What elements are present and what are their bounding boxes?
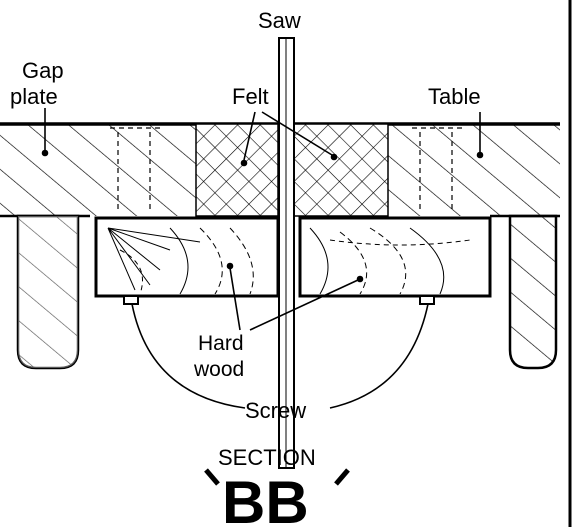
label-screw: Screw xyxy=(245,398,306,423)
label-gap-plate-line1: Gap xyxy=(22,58,64,83)
section-tick-right xyxy=(334,468,350,486)
leader-hardwood-right xyxy=(249,279,359,331)
saw-blade xyxy=(278,37,295,469)
section-tick-left xyxy=(204,468,220,486)
label-table: Table xyxy=(428,84,481,109)
leader-screw-right xyxy=(329,303,429,409)
hardwood-right xyxy=(298,216,492,298)
label-felt: Felt xyxy=(232,84,269,109)
label-hardwood-line2: wood xyxy=(193,358,244,381)
leader-lines xyxy=(41,108,484,409)
section-title: SECTION xyxy=(218,445,316,470)
screw-head-left xyxy=(123,295,139,305)
felt-left xyxy=(195,123,279,217)
leader-felt-left xyxy=(243,111,256,161)
leader-hardwood-left xyxy=(229,267,241,331)
hardwood-left xyxy=(94,216,280,298)
screw-head-right xyxy=(419,295,435,305)
leader-felt-right xyxy=(261,111,333,156)
label-saw: Saw xyxy=(258,8,301,33)
right-leg xyxy=(508,214,558,370)
screw-holes-hidden-lines xyxy=(110,127,462,210)
left-leg xyxy=(16,214,80,370)
leader-screw-left xyxy=(131,303,246,409)
section-id: BB xyxy=(222,469,309,527)
label-gap-plate-line2: plate xyxy=(10,84,58,109)
felt-right xyxy=(293,123,389,217)
label-hardwood-line1: Hard xyxy=(198,332,244,355)
